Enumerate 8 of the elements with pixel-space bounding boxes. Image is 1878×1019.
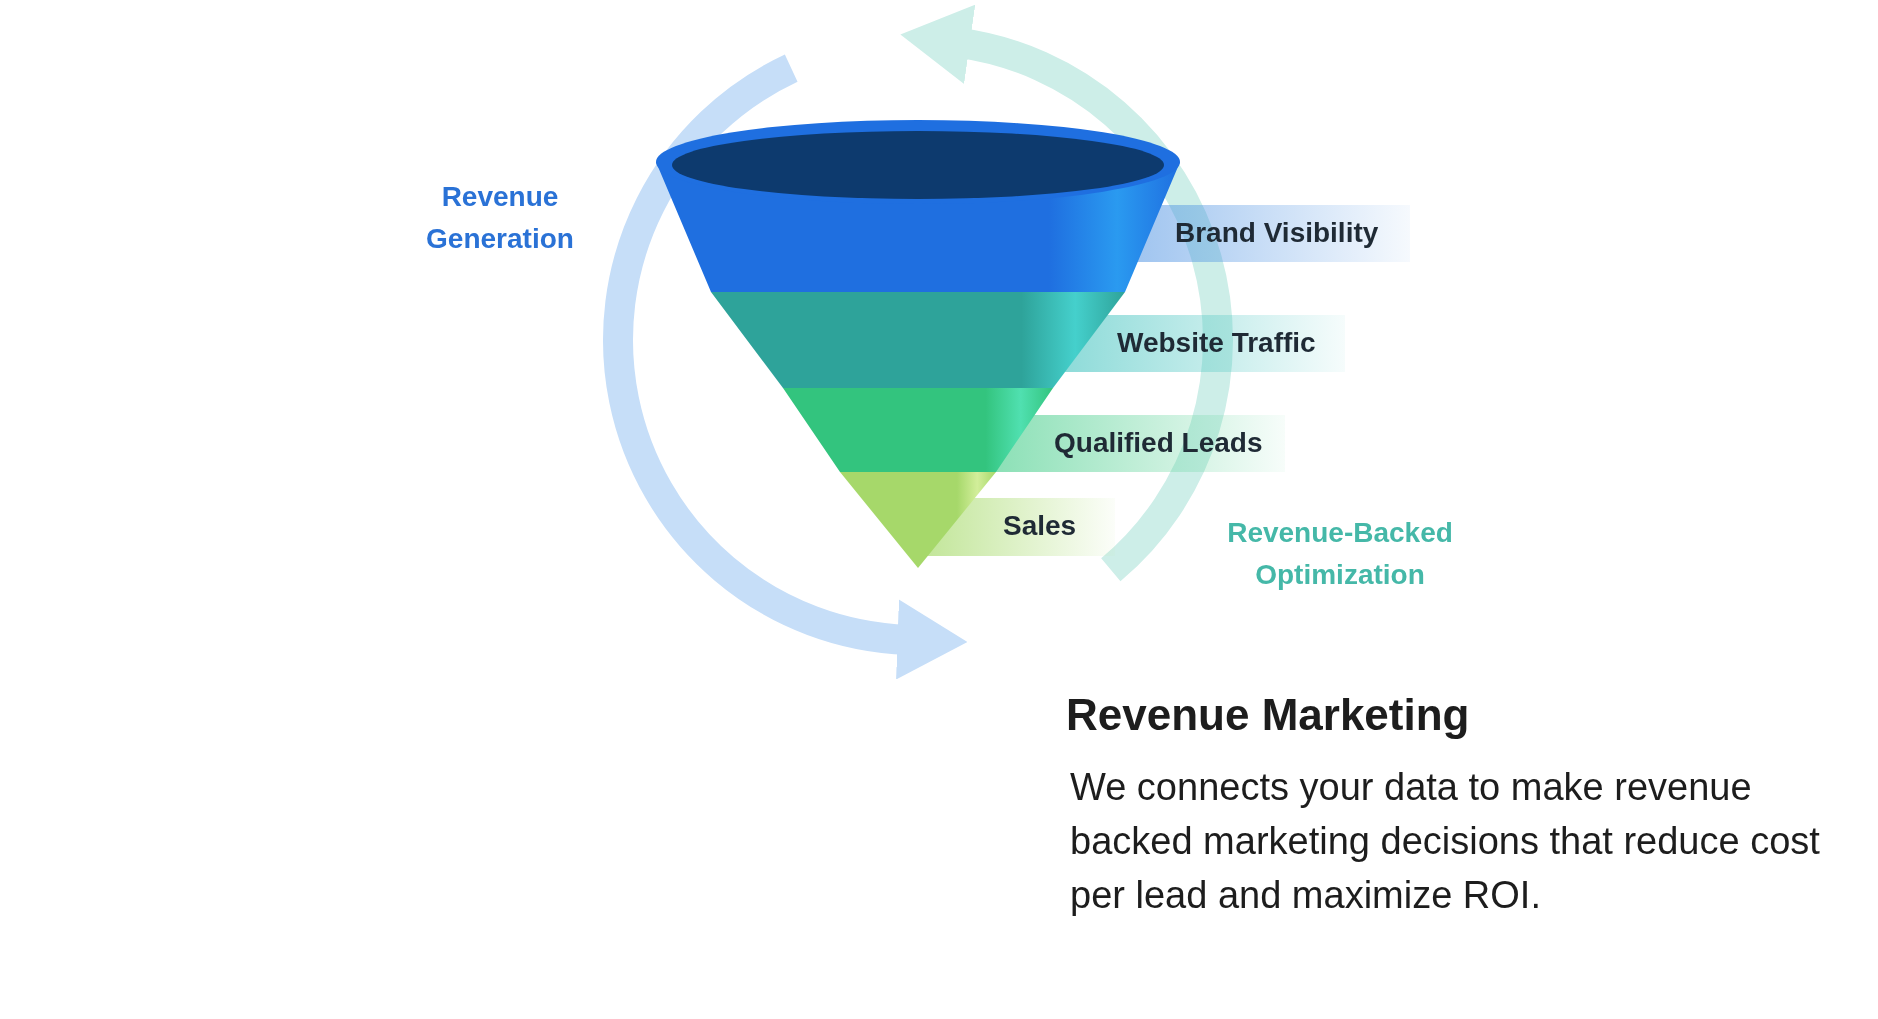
description-paragraph: We connects your data to make revenue backed marketing decisions that reduce cost per lead and maximize ROI.	[1070, 765, 1821, 918]
cycle-label: Revenue Generation	[425, 180, 575, 256]
heading: Revenue Marketing	[1066, 690, 1470, 740]
layer-label: Brand Visibility	[1175, 216, 1379, 249]
layer-label: Qualified Leads	[1054, 426, 1263, 459]
layer-label: Sales	[1003, 510, 1077, 542]
layer-label: Website Traffic	[1117, 326, 1316, 359]
cycle-label: Revenue-Backed Optimization	[1226, 516, 1454, 592]
